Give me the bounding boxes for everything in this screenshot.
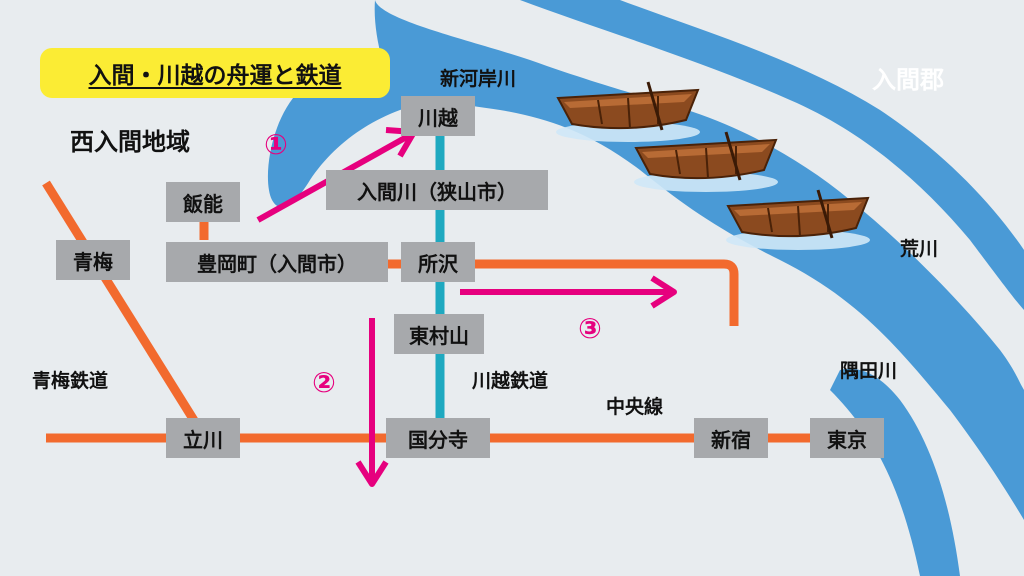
station-toyooka: 豊岡町（入間市）	[166, 242, 388, 282]
station-tokorozawa: 所沢	[401, 242, 475, 282]
shingashi-river	[374, 0, 1024, 520]
marker-3: ③	[578, 312, 602, 345]
arrow-2	[355, 318, 389, 487]
line-chuo: 中央線	[606, 396, 664, 418]
region-west: 西入間地域	[70, 128, 190, 156]
line-ome: 青梅鉄道	[32, 370, 109, 392]
page-title: 入間・川越の舟運と鉄道	[40, 48, 390, 98]
station-kokubunji: 国分寺	[386, 418, 490, 458]
station-tachikawa: 立川	[166, 418, 240, 458]
station-hanno: 飯能	[166, 182, 240, 222]
river-sumida: 隅田川	[840, 360, 898, 382]
line-kawagoe: 川越鉄道	[472, 370, 549, 392]
station-iruma-river: 入間川（狭山市）	[326, 170, 548, 210]
ome-line	[42, 180, 209, 441]
marker-1: ①	[264, 128, 288, 161]
arrow-3	[460, 275, 677, 309]
station-kawagoe: 川越	[401, 96, 475, 136]
station-tokyo: 東京	[810, 418, 884, 458]
station-ome: 青梅	[56, 240, 130, 280]
station-higashimurayama: 東村山	[394, 314, 484, 354]
river-shingashi: 新河岸川	[440, 68, 517, 90]
upper-river-branch	[520, 0, 1024, 310]
station-shinjuku: 新宿	[694, 418, 768, 458]
lower-river	[830, 368, 960, 576]
river-ara: 荒川	[900, 238, 939, 260]
tokorozawa-line	[380, 259, 739, 326]
region-east: 入間郡	[872, 66, 944, 94]
marker-2: ②	[312, 366, 336, 399]
